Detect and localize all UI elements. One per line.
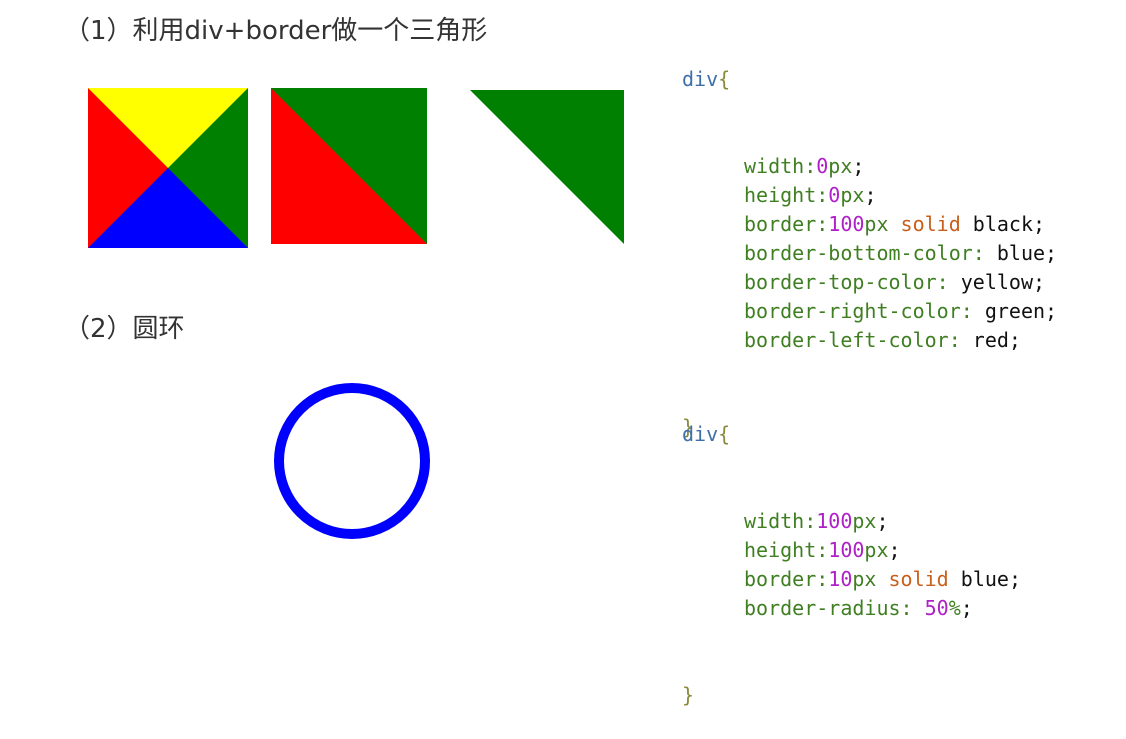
code-semicolon: ; [888, 538, 901, 562]
code-line: border-left-color: red; [682, 326, 1057, 355]
code-property: width: [744, 509, 817, 533]
code-keyword: solid [888, 567, 949, 591]
four-color-triangles-square [88, 88, 248, 248]
code-unit: px [864, 212, 901, 236]
code-line: height:0px; [682, 181, 1057, 210]
code-number: 100 [828, 538, 865, 562]
code-selector: div [682, 67, 719, 91]
code-value: red [960, 328, 1009, 352]
two-triangle-diagonal-square [271, 88, 427, 244]
code-unit: px [852, 509, 877, 533]
code-close-brace: } [682, 415, 695, 439]
code-open-brace: { [718, 67, 731, 91]
section1-title: （1）利用div+border做一个三角形 [64, 16, 488, 46]
code-unit: px [840, 183, 865, 207]
code-semicolon: ; [1008, 328, 1021, 352]
code-semicolon: ; [1033, 270, 1046, 294]
code-semicolon: ; [1045, 241, 1058, 265]
code-property: border-top-color: [744, 270, 949, 294]
code-line: border-bottom-color: blue; [682, 239, 1057, 268]
code-semicolon: ; [852, 154, 865, 178]
code-property: border: [744, 212, 829, 236]
code-value: green [972, 299, 1046, 323]
code-line: border-radius: 50%; [682, 594, 1021, 623]
code-property: border: [744, 567, 829, 591]
code-property: width: [744, 154, 817, 178]
section2-title: （2）圆环 [64, 314, 185, 344]
code-semicolon: ; [1045, 299, 1058, 323]
code-number: 0 [828, 183, 841, 207]
code-property: height: [744, 538, 829, 562]
code-property: border-right-color: [744, 299, 973, 323]
code-line: width:0px; [682, 152, 1057, 181]
code-number: 100 [816, 509, 853, 533]
code-value: yellow [948, 270, 1033, 294]
code-selector: div [682, 422, 719, 446]
code-line: width:100px; [682, 507, 1021, 536]
code-line: height:100px; [682, 536, 1021, 565]
code-semicolon: ; [960, 596, 973, 620]
code-space [913, 596, 925, 620]
code-block-ring: div{ width:100px;height:100px;border:10p… [682, 362, 1021, 739]
code-property: border-left-color: [744, 328, 961, 352]
code-property: border-bottom-color: [744, 241, 985, 265]
code-close-brace: } [682, 683, 695, 707]
code-line: border:10px solid blue; [682, 565, 1021, 594]
code-value: black [960, 212, 1034, 236]
code-semicolon: ; [1033, 212, 1046, 236]
code-semicolon: ; [864, 183, 877, 207]
code-semicolon: ; [876, 509, 889, 533]
code-line: border-right-color: green; [682, 297, 1057, 326]
ring-circle [274, 383, 430, 539]
code-number: 0 [816, 154, 829, 178]
code-line: border-top-color: yellow; [682, 268, 1057, 297]
code-line: border:100px solid black; [682, 210, 1057, 239]
code-number: 10 [828, 567, 853, 591]
code-value: blue [984, 241, 1046, 265]
code-property: border-radius: [744, 596, 913, 620]
code-number: 100 [828, 212, 865, 236]
code-unit: px [828, 154, 853, 178]
code-unit: % [948, 596, 961, 620]
code-semicolon: ; [1008, 567, 1021, 591]
code-number: 50 [924, 596, 949, 620]
code-value: blue [948, 567, 1009, 591]
code-block-triangle: div{ width:0px;height:0px;border:100px s… [682, 7, 1057, 471]
single-green-triangle [470, 90, 624, 244]
code-unit: px [852, 567, 889, 591]
code-property: height: [744, 183, 829, 207]
code-keyword: solid [900, 212, 961, 236]
code-unit: px [864, 538, 889, 562]
code-open-brace: { [718, 422, 731, 446]
